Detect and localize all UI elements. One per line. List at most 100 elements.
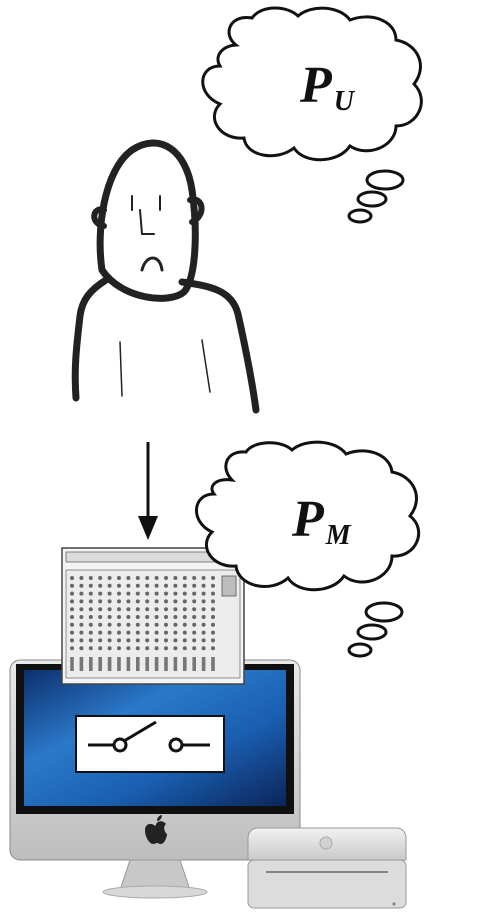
mixer-knob bbox=[126, 646, 131, 651]
mixer-knob bbox=[70, 607, 74, 612]
mixer-knob bbox=[107, 576, 112, 580]
mixer-knob bbox=[88, 646, 93, 651]
mixer-knob bbox=[145, 591, 150, 596]
mixer-knob bbox=[126, 591, 131, 596]
mixer-knob bbox=[88, 622, 93, 627]
mixer-channel-strips bbox=[70, 576, 215, 651]
mixer-knob bbox=[117, 591, 121, 596]
mixer-knob bbox=[201, 638, 206, 643]
mixer-knob bbox=[107, 615, 112, 619]
mixer-fader bbox=[173, 657, 178, 671]
mixer-knob bbox=[117, 583, 121, 588]
mixer-knob bbox=[173, 622, 178, 627]
mixer-knob bbox=[182, 576, 187, 580]
mixer-knob bbox=[117, 646, 121, 651]
mixer-knob bbox=[70, 599, 74, 604]
mixer-knob bbox=[201, 607, 206, 612]
mixer-fader bbox=[136, 657, 140, 671]
mixer-knob bbox=[192, 638, 197, 643]
mixer-knob bbox=[211, 607, 215, 612]
mixer-knob bbox=[126, 638, 131, 643]
mixer-knob bbox=[145, 638, 150, 643]
mixer-knob bbox=[79, 638, 84, 643]
mixer-knob bbox=[145, 646, 150, 651]
thought-dot-medium bbox=[356, 190, 388, 208]
mixer-knob bbox=[79, 622, 84, 627]
mixer-knob bbox=[182, 583, 187, 588]
mixer-knob bbox=[164, 638, 168, 643]
mixer-knob bbox=[135, 599, 140, 604]
mixer-knob bbox=[201, 591, 206, 596]
mixer-knob bbox=[192, 622, 197, 627]
mixer-knob bbox=[98, 599, 103, 604]
mixer-knob bbox=[164, 607, 168, 612]
mixer-meter bbox=[221, 575, 237, 597]
mixer-knob bbox=[182, 599, 187, 604]
mixer-knob bbox=[145, 607, 150, 612]
mixer-knob bbox=[201, 622, 206, 627]
mixer-knob bbox=[98, 646, 103, 651]
mixer-knob bbox=[173, 638, 178, 643]
mixer-fader bbox=[117, 657, 121, 671]
mixer-knob bbox=[70, 583, 74, 588]
mixer-knob bbox=[145, 615, 150, 619]
mixer-knob bbox=[117, 622, 121, 627]
mixer-knob bbox=[154, 607, 159, 612]
mixer-knob bbox=[135, 591, 140, 596]
mixer-knob bbox=[173, 646, 178, 651]
mixer-fader bbox=[164, 657, 168, 671]
mixer-knob bbox=[135, 622, 140, 627]
thought-dot-large-machine bbox=[364, 601, 404, 623]
mixer-knob bbox=[135, 646, 140, 651]
mixer-knob bbox=[154, 630, 159, 635]
open-switch-icon bbox=[75, 715, 225, 773]
mixer-knob bbox=[182, 615, 187, 619]
mixer-knob bbox=[98, 630, 103, 635]
mixer-knob bbox=[70, 576, 74, 580]
mixer-knob bbox=[135, 576, 140, 580]
mixer-fader bbox=[201, 657, 206, 671]
mixer-knob bbox=[182, 638, 187, 643]
mixer-knob bbox=[126, 607, 131, 612]
mac-mini-logo bbox=[319, 836, 333, 850]
mixer-knob bbox=[79, 599, 84, 604]
mixer-knob bbox=[135, 583, 140, 588]
mixer-knob bbox=[117, 638, 121, 643]
mixer-knob bbox=[211, 583, 215, 588]
mixer-knob bbox=[164, 615, 168, 619]
thought-dot-small-machine bbox=[347, 642, 373, 658]
mixer-knob bbox=[107, 599, 112, 604]
thought-dot-small bbox=[347, 208, 373, 224]
mixer-knob bbox=[211, 638, 215, 643]
mixer-fader bbox=[154, 657, 159, 671]
mixer-knob bbox=[211, 622, 215, 627]
mixer-knob bbox=[126, 576, 131, 580]
mixer-fader bbox=[89, 657, 93, 671]
mixer-knob bbox=[164, 591, 168, 596]
thought-dot-large bbox=[365, 169, 405, 191]
mixer-fader bbox=[211, 657, 215, 671]
mixer-knob bbox=[211, 630, 215, 635]
audio-mixer-icon bbox=[61, 547, 245, 685]
mixer-knob bbox=[135, 615, 140, 619]
mixer-knob bbox=[70, 622, 74, 627]
mixer-knob bbox=[79, 607, 84, 612]
person-sketch-icon bbox=[71, 139, 260, 414]
mixer-knob bbox=[79, 630, 84, 635]
thought-bubble-machine: PM bbox=[195, 440, 421, 658]
mixer-knob bbox=[126, 615, 131, 619]
mixer-knob bbox=[164, 630, 168, 635]
mixer-knob bbox=[154, 615, 159, 619]
mixer-knob bbox=[98, 576, 103, 580]
mixer-fader bbox=[145, 657, 149, 671]
mixer-knob bbox=[182, 607, 187, 612]
mixer-knob bbox=[145, 576, 150, 580]
mixer-knob bbox=[117, 630, 121, 635]
mixer-knob bbox=[88, 576, 93, 580]
mixer-knob bbox=[173, 630, 178, 635]
mixer-knob bbox=[117, 615, 121, 619]
mixer-knob bbox=[70, 646, 74, 651]
mixer-knob bbox=[201, 646, 206, 651]
mac-mini-icon bbox=[247, 827, 407, 909]
